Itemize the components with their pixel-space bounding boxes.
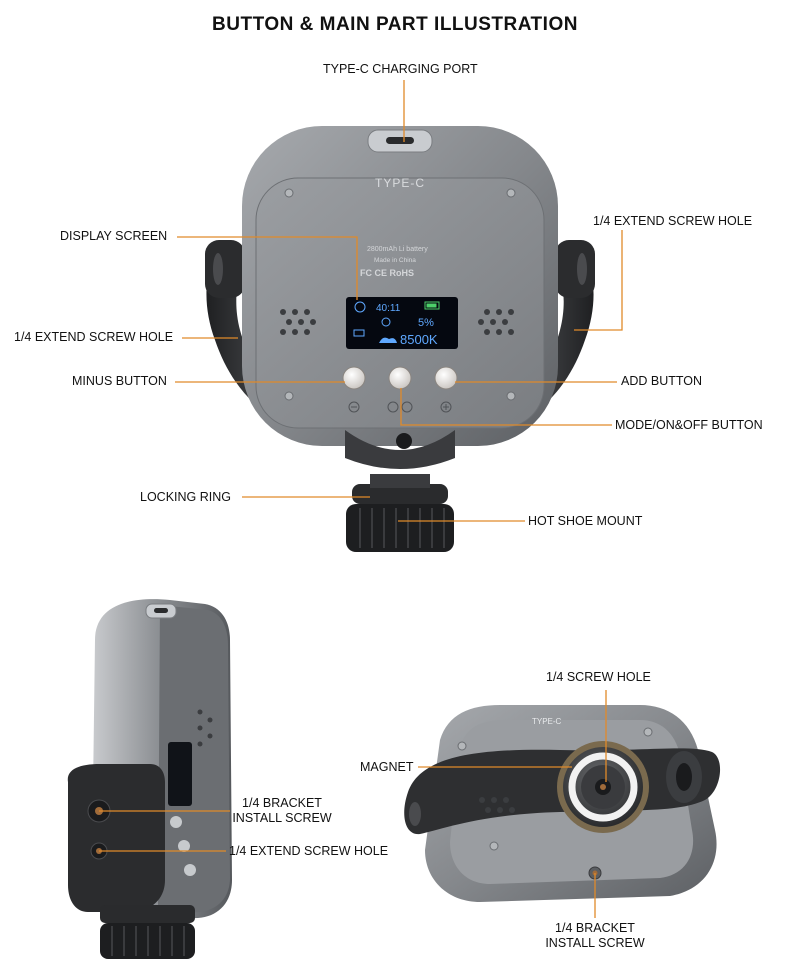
timer-icon xyxy=(354,301,366,313)
label-mode-button: MODE/ON&OFF BUTTON xyxy=(615,418,763,432)
label-bracket-screw-side: 1/4 BRACKET INSTALL SCREW xyxy=(222,796,342,826)
label-type-c-port: TYPE-C CHARGING PORT xyxy=(323,62,478,76)
cloud-icon xyxy=(379,337,397,343)
speaker-grille-left xyxy=(280,309,316,335)
display-screen xyxy=(346,297,458,349)
add-button[interactable] xyxy=(434,366,458,390)
label-hot-shoe: HOT SHOE MOUNT xyxy=(528,514,643,528)
label-bracket-screw-side-line2: INSTALL SCREW xyxy=(232,811,332,825)
label-bracket-screw-side-line1: 1/4 BRACKET xyxy=(242,796,322,810)
diagram-title: BUTTON & MAIN PART ILLUSTRATION xyxy=(212,14,578,35)
hand-icon xyxy=(353,329,365,337)
sun-icon xyxy=(381,317,391,327)
port-text: TYPE-C xyxy=(375,176,425,190)
label-bracket-screw-back: 1/4 BRACKET INSTALL SCREW xyxy=(535,921,655,951)
screen-color-temp: 8500K xyxy=(400,332,438,347)
label-extend-hole-left: 1/4 EXTEND SCREW HOLE xyxy=(14,330,174,344)
label-extend-hole-right: 1/4 EXTEND SCREW HOLE xyxy=(593,214,753,228)
bracket-knob-right xyxy=(555,240,595,298)
leader-display xyxy=(177,236,358,300)
screen-time: 40:11 xyxy=(376,303,401,314)
minus-icon xyxy=(348,401,360,413)
power-icon xyxy=(401,401,413,413)
speaker-grille-right xyxy=(478,309,514,335)
main-device-front: TYPE-C 2800mAh Li battery Made in China … xyxy=(205,126,595,552)
leader-lines xyxy=(99,80,623,918)
label-add-button: ADD BUTTON xyxy=(621,374,703,388)
bracket-knob-left xyxy=(205,240,245,298)
side-bracket xyxy=(67,764,165,912)
locking-ring[interactable] xyxy=(352,484,448,504)
label-extend-hole-side: 1/4 EXTEND SCREW HOLE xyxy=(229,844,389,858)
leader-mode xyxy=(400,388,612,426)
label-magnet: MAGNET xyxy=(360,760,414,774)
hot-shoe-mount xyxy=(346,504,454,552)
plus-icon xyxy=(440,401,452,413)
screen-brightness: 5% xyxy=(418,317,434,329)
leader-extend-right xyxy=(574,230,623,331)
mode-icon xyxy=(387,401,399,413)
battery-text: 2800mAh Li battery xyxy=(367,246,428,253)
side-screen xyxy=(168,742,192,806)
label-locking-ring: LOCKING RING xyxy=(140,490,231,504)
svg-text:TYPE-C: TYPE-C xyxy=(532,717,562,726)
side-view-device xyxy=(67,599,232,959)
label-screw-hole: 1/4 SCREW HOLE xyxy=(546,670,651,684)
label-bracket-screw-back-line1: 1/4 BRACKET xyxy=(555,921,635,935)
label-display-screen: DISPLAY SCREEN xyxy=(60,229,168,243)
made-in-text: Made in China xyxy=(374,257,416,264)
svg-text:FC CE RoHS: FC CE RoHS xyxy=(360,268,414,278)
mode-button[interactable] xyxy=(388,366,412,390)
label-bracket-screw-back-line2: INSTALL SCREW xyxy=(545,936,645,950)
back-view-device: TYPE-C xyxy=(404,705,721,902)
minus-button[interactable] xyxy=(342,366,366,390)
label-minus-button: MINUS BUTTON xyxy=(72,374,167,388)
